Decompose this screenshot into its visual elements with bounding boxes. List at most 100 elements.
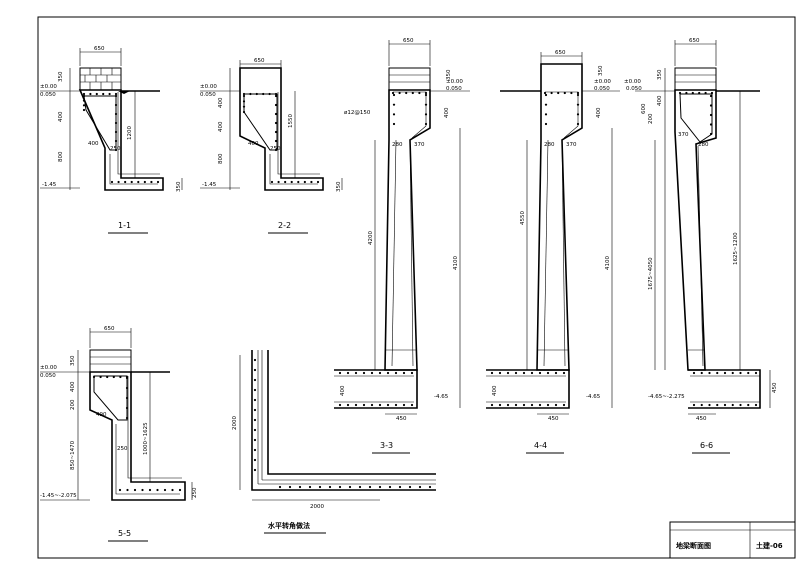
rebar-dot xyxy=(130,180,133,184)
rebar-dot xyxy=(522,371,526,375)
rebar-dot xyxy=(557,91,560,95)
brick-cap xyxy=(388,67,431,91)
rebar-dot xyxy=(118,488,122,492)
rebar-dot xyxy=(411,91,414,95)
svg-text:400: 400 xyxy=(70,381,76,392)
svg-text:350: 350 xyxy=(598,65,604,76)
rebar-dot xyxy=(156,488,159,492)
dim-width: 650 xyxy=(94,46,105,52)
rebar-dot xyxy=(274,112,278,116)
section-label: 2-2 xyxy=(278,221,291,230)
rebar-dot xyxy=(89,92,92,96)
beam-outline xyxy=(239,67,324,191)
rebar-dot xyxy=(698,91,701,95)
rebar-dot xyxy=(398,91,401,95)
rebar-dot xyxy=(274,103,278,107)
rebar-dot xyxy=(739,403,742,407)
rebar-dot xyxy=(278,485,282,489)
svg-text:-4.65: -4.65 xyxy=(434,394,449,400)
rebar-dot xyxy=(530,403,534,407)
drawing-number: 土建-06 xyxy=(756,541,783,550)
rebar-dot xyxy=(544,93,548,97)
rebar-dot xyxy=(716,403,719,407)
rebar-dot xyxy=(308,485,312,489)
rebar-dot xyxy=(405,91,408,95)
rebar-dot xyxy=(124,180,127,184)
rebar-dot xyxy=(538,371,542,375)
section-label: 5-5 xyxy=(118,529,131,538)
svg-text:370: 370 xyxy=(566,142,577,148)
rebar-dot xyxy=(92,375,96,379)
rebar-dot xyxy=(386,403,390,407)
svg-text:450: 450 xyxy=(696,416,707,422)
rebar-dot xyxy=(370,371,374,375)
rebar-dot xyxy=(522,403,526,407)
svg-text:400: 400 xyxy=(88,141,99,147)
rebar-dot xyxy=(125,386,129,390)
rebar-dot xyxy=(428,485,432,489)
rebar-dot xyxy=(288,485,292,489)
rebar-dot xyxy=(378,371,382,375)
rebar-dot xyxy=(378,485,382,489)
rebar-dot xyxy=(354,371,358,375)
rebar-dot xyxy=(546,403,550,407)
rebar-dot xyxy=(242,110,246,114)
rebar-dot xyxy=(268,92,271,96)
rebar-dot xyxy=(274,92,278,96)
svg-text:ø12@150: ø12@150 xyxy=(344,110,371,116)
rebar-dot xyxy=(354,403,358,407)
svg-text:0.050: 0.050 xyxy=(446,86,462,92)
rebar-dot xyxy=(114,94,118,98)
rebar-dot xyxy=(391,91,395,95)
svg-text:0.050: 0.050 xyxy=(40,92,56,98)
rebar-dot xyxy=(82,108,86,112)
rebar-dot xyxy=(739,371,742,375)
rebar-dot xyxy=(754,371,758,375)
rebar-dot xyxy=(106,375,109,379)
svg-text:4550: 4550 xyxy=(520,211,526,225)
rebar-dot xyxy=(112,375,115,379)
svg-text:370: 370 xyxy=(678,132,689,138)
rebar-dot xyxy=(274,94,278,98)
svg-text:200: 200 xyxy=(70,399,76,410)
rebar-dot xyxy=(498,403,502,407)
svg-text:280: 280 xyxy=(698,142,709,148)
svg-text:1625~1200: 1625~1200 xyxy=(733,232,739,265)
svg-text:1675~4050: 1675~4050 xyxy=(648,257,654,290)
rebar-dot xyxy=(731,403,734,407)
rebar-dot xyxy=(576,93,580,97)
rebar-dot xyxy=(253,408,257,412)
rebar-dot xyxy=(709,132,713,136)
rebar-dot xyxy=(338,371,342,375)
svg-text:650: 650 xyxy=(403,38,414,44)
rebar-dot xyxy=(82,99,86,102)
svg-text:450: 450 xyxy=(396,416,407,422)
svg-text:400: 400 xyxy=(248,141,259,147)
rebar-dot xyxy=(82,104,86,107)
rebar-dot xyxy=(178,488,182,492)
rebar-dot xyxy=(546,371,550,375)
svg-text:-4.65~-2.275: -4.65~-2.275 xyxy=(648,394,685,400)
svg-text:-1.45: -1.45 xyxy=(202,182,217,188)
rebar-dot xyxy=(298,485,302,489)
rebar-dot xyxy=(506,371,510,375)
svg-text:400: 400 xyxy=(58,111,64,122)
rebar-dot xyxy=(274,130,278,134)
beam-outline xyxy=(536,63,583,371)
rebar-dot xyxy=(678,91,682,95)
rebar-dot xyxy=(424,103,428,106)
rebar-dot xyxy=(544,122,548,126)
rebar-dot xyxy=(731,371,734,375)
svg-text:1000~1625: 1000~1625 xyxy=(143,422,149,455)
rebar-dot xyxy=(709,113,713,117)
rebar-dot xyxy=(562,371,566,375)
svg-text:400: 400 xyxy=(218,121,224,132)
corner-detail-label: 水平转角做法 xyxy=(268,521,310,530)
section-label: 4-4 xyxy=(534,441,547,450)
rebar-dot xyxy=(723,403,727,407)
rebar-dot xyxy=(538,403,542,407)
svg-text:600: 600 xyxy=(641,103,647,114)
rebar-dot xyxy=(242,100,246,103)
rebar-dot xyxy=(114,112,118,116)
rebar-dot xyxy=(398,485,402,489)
